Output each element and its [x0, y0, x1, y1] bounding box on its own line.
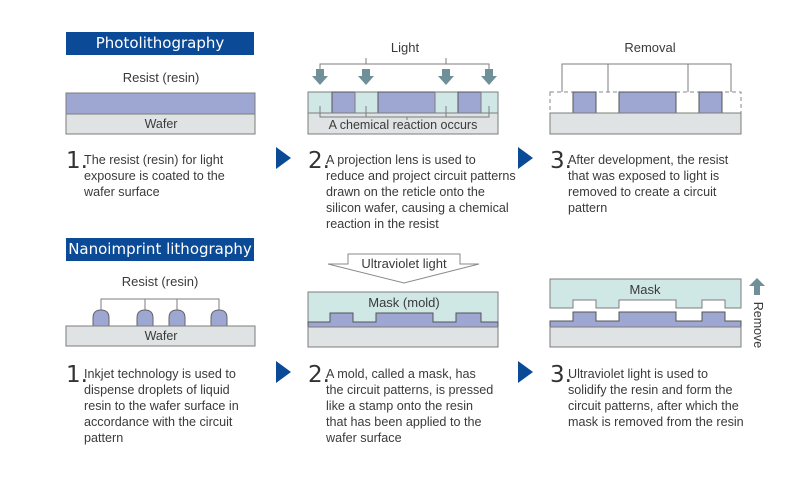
light-label: Light: [390, 40, 420, 55]
mask-label: Mask: [629, 282, 661, 297]
wafer-layer: [65, 325, 256, 347]
step-number: 1.: [66, 148, 88, 174]
resin-droplet: [136, 309, 154, 327]
nanoimprint-title: Nanoimprint lithography: [66, 238, 254, 261]
wafer-label: Wafer: [144, 329, 178, 343]
ultraviolet-label: Ultraviolet light: [361, 256, 447, 271]
resist-label: Resist (resin): [122, 70, 200, 85]
mask-mold-label: Mask (mold): [368, 295, 440, 310]
step-number: 2.: [308, 148, 330, 174]
removal-label: Removal: [624, 40, 676, 55]
light-arrow-icon: [481, 69, 497, 85]
photolithography-title: Photolithography: [66, 32, 254, 55]
removed-region-outline: [549, 91, 742, 114]
ultraviolet-arrow-icon: [327, 253, 480, 284]
mask-raised: [549, 278, 742, 309]
light-arrow-icon: [312, 69, 328, 85]
remove-arrow-icon: [749, 278, 765, 295]
resist-bracket: [100, 298, 220, 312]
step-text: After development, the resist that was e…: [568, 153, 729, 215]
step-number: 3.: [550, 362, 572, 388]
resin-droplet: [92, 309, 110, 327]
resin-droplet: [210, 309, 228, 327]
step-text: The resist (resin) for light exposure is…: [84, 153, 225, 199]
resin-pattern: [307, 312, 499, 328]
light-arrow-icon: [438, 69, 454, 85]
chemical-reaction-label: A chemical reaction occurs: [328, 118, 478, 132]
reaction-bracket: [319, 106, 490, 118]
wafer-layer: [307, 326, 499, 348]
resin-pattern: [549, 311, 742, 328]
wafer-layer: [549, 326, 742, 348]
resin-droplet: [168, 309, 186, 327]
wafer-layer: [307, 112, 499, 135]
step-text: Inkjet technology is used to dispense dr…: [84, 367, 239, 445]
wafer-label: Wafer: [144, 117, 178, 131]
step-number: 1.: [66, 362, 88, 388]
step-number: 2.: [308, 362, 330, 388]
next-arrow-icon: [518, 361, 533, 383]
light-bracket: [319, 63, 490, 73]
next-arrow-icon: [276, 147, 291, 169]
step-text: Ultraviolet light is used to solidify th…: [568, 367, 744, 429]
light-arrow-icon: [358, 69, 374, 85]
step-text: A projection lens is used to reduce and …: [326, 153, 516, 231]
resist-label: Resist (resin): [121, 274, 199, 289]
wafer-layer: [65, 113, 256, 135]
step-number: 3.: [550, 148, 572, 174]
next-arrow-icon: [518, 147, 533, 169]
step-text: A mold, called a mask, has the circuit p…: [326, 367, 494, 445]
removal-bracket: [561, 63, 732, 92]
remove-label: Remove: [751, 301, 765, 349]
wafer-layer: [549, 112, 742, 135]
next-arrow-icon: [276, 361, 291, 383]
